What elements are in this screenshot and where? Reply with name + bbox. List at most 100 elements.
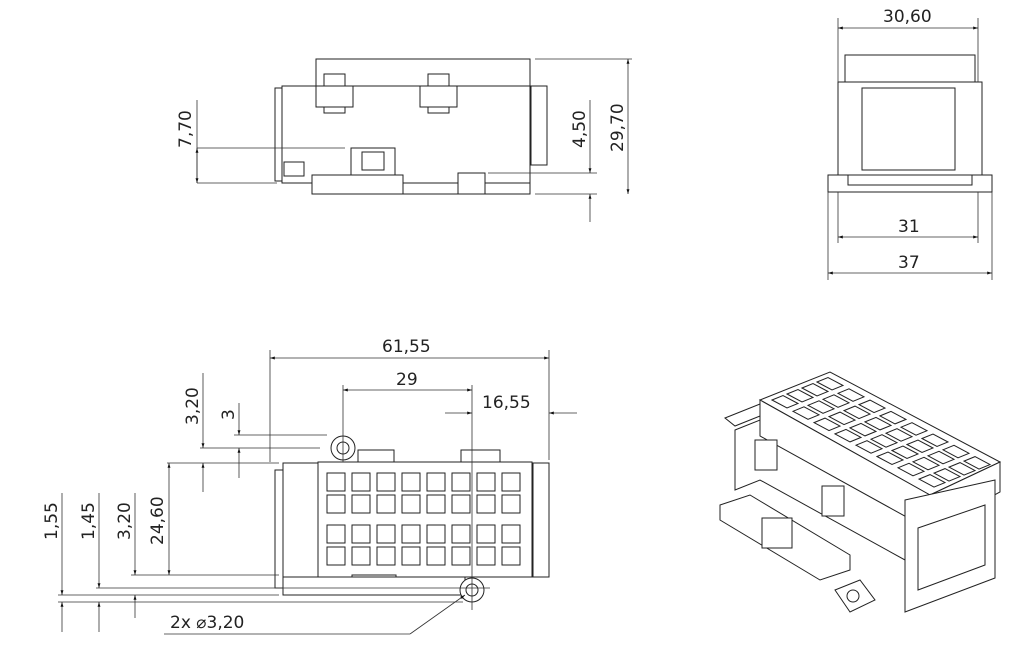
iso-mount-hole <box>846 589 860 603</box>
isometric-view <box>719 371 1002 613</box>
iso-vent-cell <box>857 399 887 414</box>
iso-vent-cell <box>947 462 977 476</box>
dim-3-20-bottom: 3,20 <box>115 502 135 540</box>
vent-cell <box>351 546 371 566</box>
pcb-strip <box>311 174 404 195</box>
iso-connector <box>761 517 793 549</box>
iso-vent-cell <box>896 462 926 477</box>
vent-cell <box>326 524 346 544</box>
vent-cell <box>401 524 421 544</box>
iso-vent-cell <box>821 394 851 408</box>
bottom-pcb <box>282 576 466 596</box>
iso-vent-cell <box>833 428 863 443</box>
iso-vent-cell <box>785 388 815 403</box>
vent-cell <box>426 472 446 492</box>
bottom-view: 61,55 29 16,55 3,20 3 24,60 1,55 1,45 3,… <box>42 337 577 635</box>
hole-callout: 2x ⌀3,20 <box>170 613 244 633</box>
vent-cell <box>401 546 421 566</box>
dim-37: 37 <box>898 253 920 273</box>
vent-cell <box>426 494 446 514</box>
component-box <box>457 172 486 195</box>
dim-31: 31 <box>898 217 920 237</box>
vent-cell <box>501 546 521 566</box>
vent-cell <box>401 494 421 514</box>
vent-cell <box>351 524 371 544</box>
dim-7-70: 7,70 <box>176 110 196 148</box>
dim-30-60: 30,60 <box>883 7 932 27</box>
side-view: 30,60 31 37 <box>827 7 993 280</box>
vent-cell <box>476 472 496 492</box>
bottom-connector-strip <box>274 469 284 589</box>
side-window <box>861 87 956 171</box>
vent-cell <box>351 472 371 492</box>
vent-cell <box>376 472 396 492</box>
iso-vent-cell <box>917 474 947 488</box>
bottom-right-plate <box>532 462 550 578</box>
iso-vent-cell <box>875 451 905 466</box>
vent-cell <box>451 524 471 544</box>
iso-vent-cell <box>941 444 971 459</box>
dim-61-55: 61,55 <box>382 337 431 357</box>
iso-vent-cell <box>899 422 929 436</box>
iso-vent-cell <box>827 411 857 426</box>
vent-cell <box>426 524 446 544</box>
iso-clip-tab <box>754 439 778 471</box>
vent-cell <box>351 494 371 514</box>
dim-3-20-top: 3,20 <box>183 387 203 425</box>
side-pcb <box>847 174 973 186</box>
vent-cell <box>476 524 496 544</box>
iso-vent-cell <box>863 416 893 431</box>
dim-29-70: 29,70 <box>608 103 628 152</box>
vent-cell <box>376 546 396 566</box>
right-plate <box>530 85 548 166</box>
vent-cell <box>476 494 496 514</box>
vent-cell <box>501 494 521 514</box>
bottom-left-body <box>282 462 319 596</box>
dim-4-50: 4,50 <box>570 110 590 148</box>
vent-cell <box>476 546 496 566</box>
iso-clip-tab <box>821 485 845 517</box>
front-view: 7,70 4,50 29,70 <box>176 58 632 222</box>
clip-tab-base <box>419 85 458 108</box>
left-plate <box>274 87 283 182</box>
dim-16-55: 16,55 <box>482 393 531 413</box>
clip-tab-base <box>315 85 354 108</box>
iso-window <box>917 504 986 591</box>
iso-vent-cell <box>962 456 992 470</box>
top-tab <box>357 449 395 463</box>
vent-cell <box>326 472 346 492</box>
vent-cell <box>426 546 446 566</box>
sensor-grid-frame <box>317 461 533 578</box>
iso-vent-cell <box>770 394 800 409</box>
dim-29: 29 <box>396 370 418 390</box>
iso-vent-cell <box>800 382 830 397</box>
vent-cell <box>376 494 396 514</box>
iso-mount-lug <box>834 579 876 613</box>
dim-1-55: 1,55 <box>42 502 62 540</box>
vent-cell <box>451 494 471 514</box>
iso-vent-cell <box>791 406 821 420</box>
vent-cell <box>326 494 346 514</box>
iso-vent-cell <box>806 400 836 414</box>
vent-cell <box>376 524 396 544</box>
iso-vent-cell <box>836 388 866 402</box>
vent-cell <box>326 546 346 566</box>
vent-cell <box>501 524 521 544</box>
iso-vent-grid <box>770 376 992 488</box>
connector-pins <box>361 151 385 171</box>
iso-vent-cell <box>848 422 878 437</box>
vent-cell <box>401 472 421 492</box>
small-component <box>283 161 305 177</box>
iso-vent-cell <box>890 445 920 460</box>
iso-vent-cell <box>905 439 935 454</box>
iso-vent-cell <box>869 434 899 448</box>
top-tab <box>460 449 501 463</box>
vent-cell <box>451 546 471 566</box>
dim-24-60: 24,60 <box>148 496 168 545</box>
vent-cell <box>451 472 471 492</box>
vent-grid <box>326 472 521 566</box>
iso-vent-cell <box>878 410 908 425</box>
dim-1-45: 1,45 <box>79 502 99 540</box>
iso-vent-cell <box>812 417 842 432</box>
